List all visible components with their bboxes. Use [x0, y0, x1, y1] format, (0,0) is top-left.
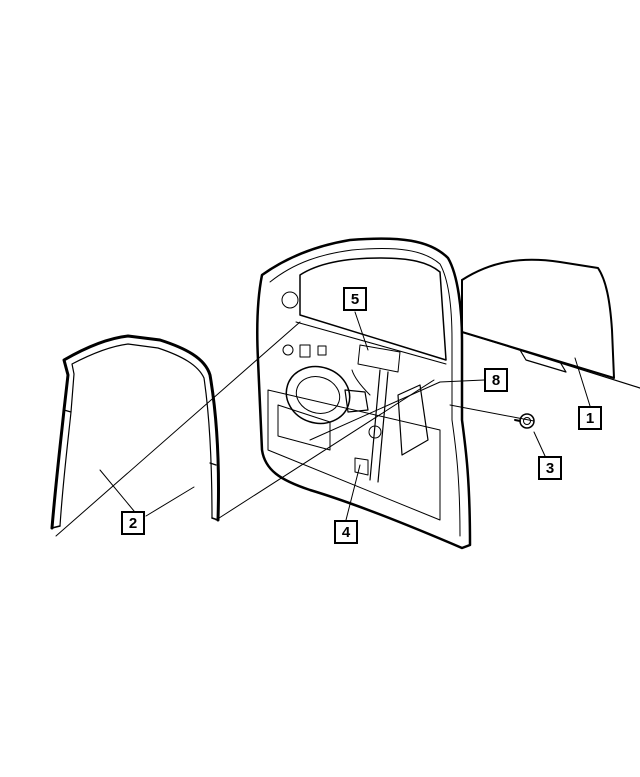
fastener-nut-part: [514, 413, 535, 429]
callout-3: 3: [538, 456, 562, 480]
weatherstrip-part: [50, 334, 221, 530]
callout-1: 1: [578, 406, 602, 430]
door-shell-part: [255, 237, 472, 550]
callout-8: 8: [484, 368, 508, 392]
window-regulator-part: [344, 344, 401, 483]
callout-4: 4: [334, 520, 358, 544]
leader-lines: [55, 311, 591, 537]
door-glass-part: [461, 258, 640, 389]
callout-5: 5: [343, 287, 367, 311]
callout-2: 2: [121, 511, 145, 535]
